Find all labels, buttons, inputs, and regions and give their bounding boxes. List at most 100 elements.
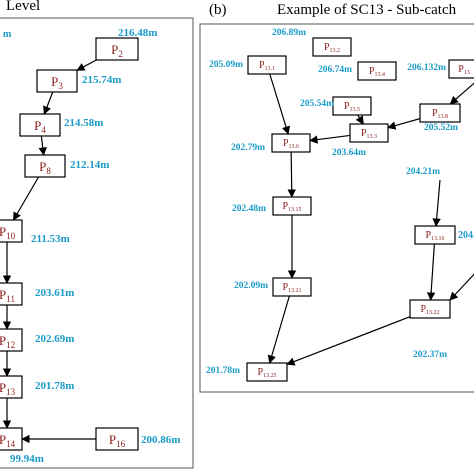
pipe-node: P13.22 202.37m [409,299,451,360]
node-box [246,362,288,382]
flow-arrow [76,59,97,71]
pipe-node: P13.16 204.21m [406,167,456,245]
flow-arrow [387,118,421,130]
elevation-label: 202.48m [232,204,266,214]
node-box [271,133,311,153]
node-label: P13.15 [282,201,301,213]
elevation-label: 202.37m [413,350,447,360]
node-box [357,61,397,81]
pipe-node: P12 202.69m [0,328,74,352]
panel-a-frame [0,17,194,469]
node-box [0,219,23,243]
node-label: P13 [458,64,470,76]
node-label: P13.2 [324,42,340,54]
partial-elevation-label-b: 204.1 [458,230,474,241]
node-box [414,225,456,245]
node-label: P13.16 [425,230,444,242]
node-box [95,37,139,61]
node-label: P13.8 [432,108,448,120]
node-box [272,277,312,297]
elevation-label: 206.74m [318,65,352,75]
panel-b-title: Example of SC13 - Sub-catch [277,2,457,18]
node-box [419,103,461,123]
node-label: P14 [0,432,16,449]
elevation-label: 215.74m [82,74,121,86]
node-label: P12 [0,333,15,350]
pipe-node: P4 214.58m [19,113,103,137]
node-box [36,69,78,93]
flow-arrow [286,316,411,366]
elevation-label: 204.21m [406,167,440,177]
node-box [0,375,23,399]
pipe-node: P13.2 206.89m [272,28,352,57]
node-label: P2 [111,42,123,59]
elevation-label: 202.69m [35,333,74,345]
flow-arrow [12,176,40,221]
panel-a-title: Level [6,0,41,14]
node-box [247,55,287,75]
pipe-node: P11 203.61m [0,282,74,306]
flow-arrow [38,135,47,156]
node-box [272,196,312,216]
node-label: P11 [0,287,15,304]
elevation-label: 212.14m [70,159,109,171]
node-box [0,328,23,352]
panel-b-frame [199,23,474,393]
elevation-label: 203.61m [35,287,74,299]
pipe-node: P13.5 205.54m [300,96,372,116]
node-box [0,427,23,451]
elevation-label: 202.09m [234,281,268,291]
node-box [24,154,66,178]
node-label: P16 [109,432,126,449]
elevation-label: 201.78m [35,380,74,392]
node-label: P4 [34,118,46,135]
flow-arrow [269,73,291,135]
node-label: P8 [39,159,51,176]
node-box [332,96,372,116]
elevation-label: 206.89m [272,28,306,38]
flow-arrow [43,91,54,115]
elevation-label: 200.86m [141,434,180,446]
node-box [312,37,352,57]
pipe-node: P3 215.74m [36,69,121,93]
node-label: P10 [0,224,16,241]
elevation-label: 214.58m [64,117,103,129]
node-label: P13.22 [420,304,439,316]
node-label: P13.25 [257,367,276,379]
node-label: P13.6 [283,138,299,150]
flow-arrow-partial [432,179,441,227]
elevation-label: 206.132m [407,63,446,73]
pipe-node: P13.4 206.74m [318,61,397,81]
node-box [19,113,61,137]
pipe-node: P10 211.53m [0,219,70,245]
flow-arrow-partial [449,82,474,105]
elevation-label: 211.53m [31,233,70,245]
flow-arrow [309,134,351,144]
node-box [349,123,389,143]
node-label: P13.4 [369,66,385,78]
flow-arrow-partial [449,273,474,301]
pipe-node: P13.6 202.79m [231,133,311,153]
pipe-node: P13.15 202.48m [232,196,312,216]
elevation-label: 205.54m [300,99,334,109]
panel-b-tag: (b) [209,2,227,18]
node-box [448,59,474,79]
elevation-label: 205.09m [209,60,243,70]
elevation-label: 202.79m [231,143,265,153]
node-box [409,299,451,319]
node-label: P3 [51,74,63,91]
node-label: P13.5 [344,101,360,113]
node-label: P13.3 [361,128,377,140]
flow-arrow [267,295,290,364]
flow-arrow [426,243,436,301]
pipe-node: P16 200.86m [95,427,180,451]
